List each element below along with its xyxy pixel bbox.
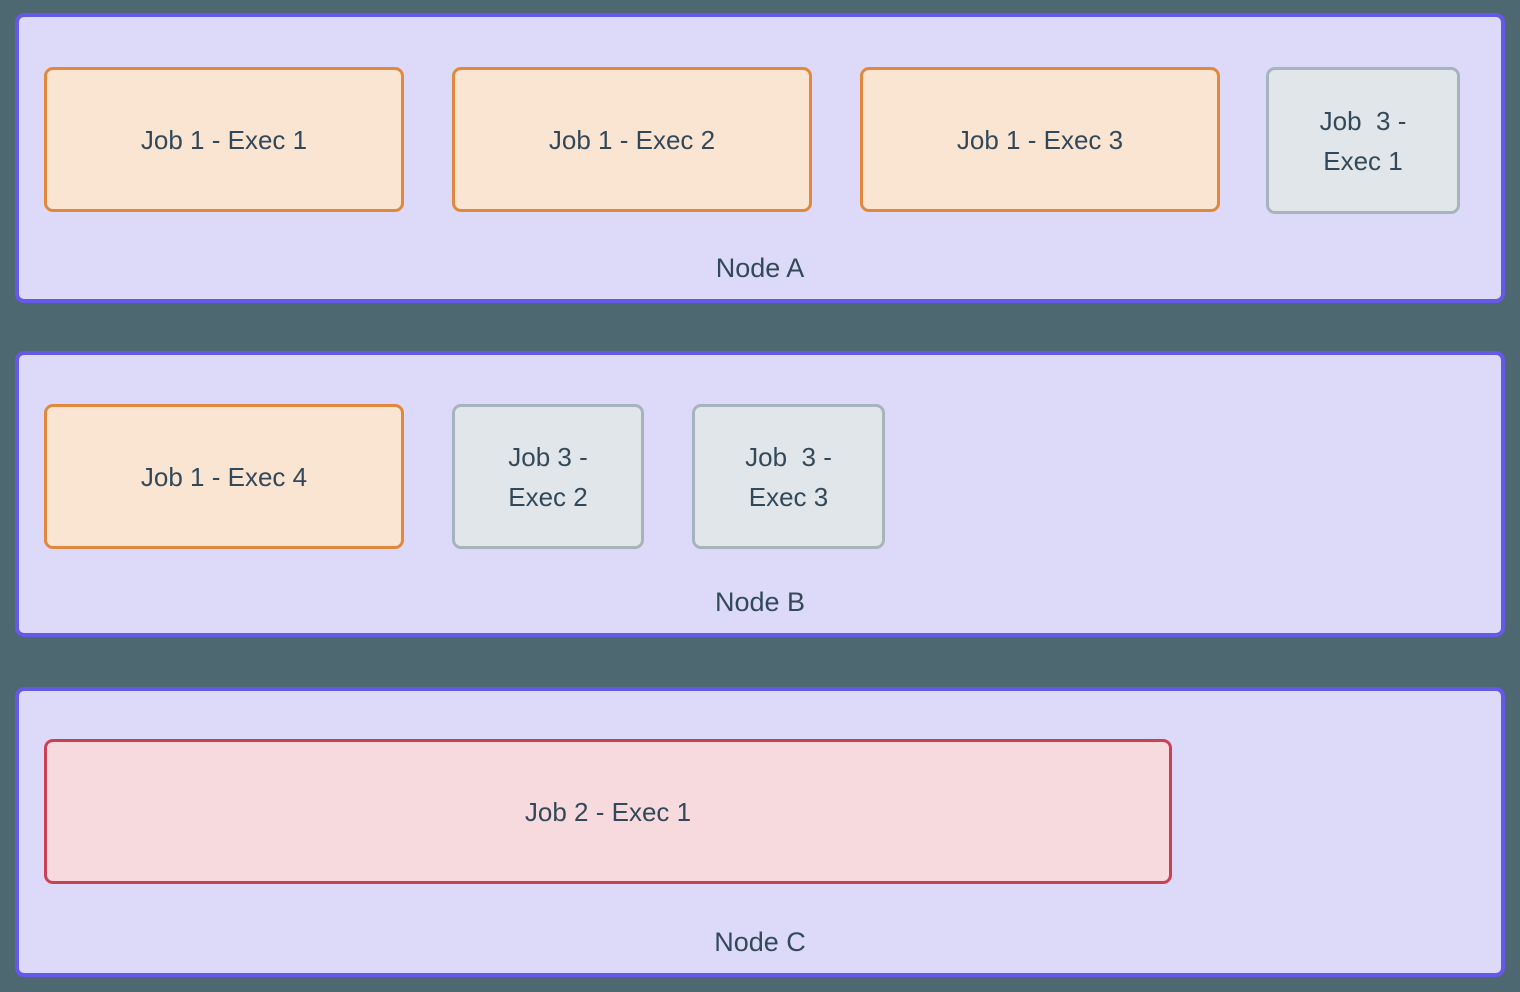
executor-job3-exec2: Job 3 - Exec 2 [452, 404, 644, 549]
executor-job1-exec3: Job 1 - Exec 3 [860, 67, 1220, 212]
executor-job1-exec2: Job 1 - Exec 2 [452, 67, 812, 212]
executor-label: Job 1 - Exec 2 [548, 124, 716, 155]
executor-job3-exec3: Job 3 - Exec 3 [692, 404, 885, 549]
node-a-label: Node A [715, 253, 805, 283]
executor-label: Job 1 - Exec 4 [140, 461, 308, 492]
executor-label: Job 1 - Exec 3 [956, 124, 1124, 155]
node-c: Job 2 - Exec 1 Node C [15, 687, 1505, 977]
node-c-label: Node C [714, 927, 806, 957]
executor-job1-exec1: Job 1 - Exec 1 [44, 67, 404, 212]
executor-job2-exec1: Job 2 - Exec 1 [44, 739, 1172, 884]
executor-label: Job 3 - Exec 2 [508, 441, 588, 512]
executor-label: Job 3 - Exec 3 [745, 441, 832, 512]
executor-label: Job 1 - Exec 1 [140, 124, 308, 155]
executor-job3-exec1: Job 3 - Exec 1 [1266, 67, 1460, 214]
executor-job1-exec4: Job 1 - Exec 4 [44, 404, 404, 549]
node-b: Job 1 - Exec 4 Job 3 - Exec 2 Job 3 - Ex… [15, 351, 1505, 637]
node-b-label: Node B [714, 587, 806, 617]
executor-label: Job 3 - Exec 1 [1319, 105, 1407, 176]
node-a: Job 1 - Exec 1 Job 1 - Exec 2 Job 1 - Ex… [15, 13, 1505, 303]
executor-label: Job 2 - Exec 1 [524, 796, 692, 827]
